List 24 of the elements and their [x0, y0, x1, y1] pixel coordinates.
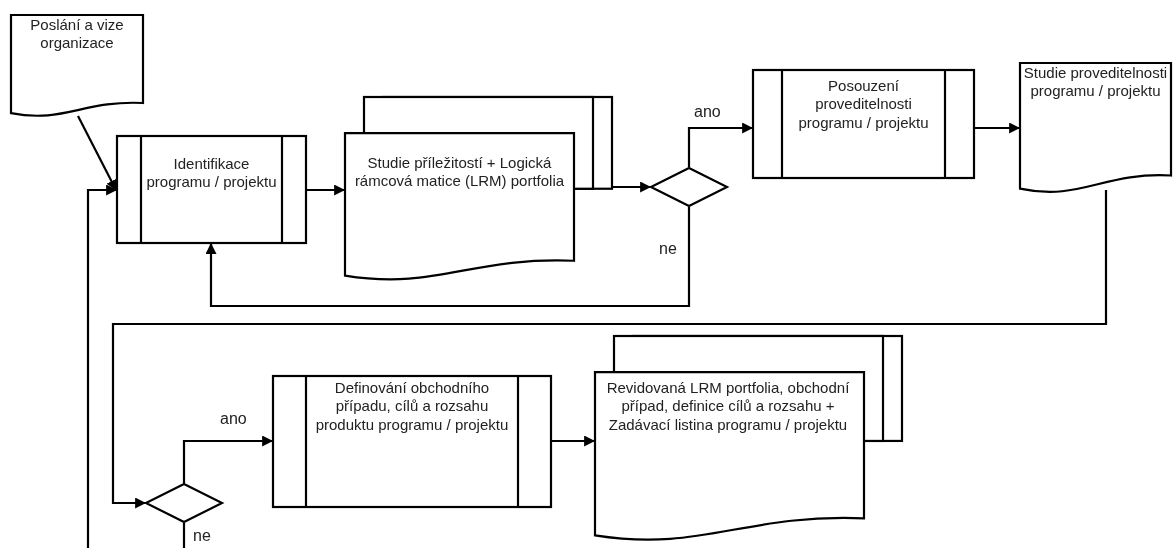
- arrow: [77, 115, 117, 191]
- node-text: Poslání a vize organizace: [29, 16, 125, 53]
- decision-diamond: [650, 167, 728, 207]
- arrow: [687, 122, 754, 167]
- node-text: Studie příležitostí + Logická rámcová matice (LRM) portfolia: [353, 154, 566, 191]
- process-box: [116, 135, 307, 244]
- decision-diamond: [145, 483, 223, 523]
- arrow: [307, 184, 346, 196]
- process-box: [272, 375, 552, 508]
- node-text: Studie proveditelnosti programu / projektu: [1022, 64, 1169, 101]
- document-shape: [10, 14, 144, 120]
- process-box: [752, 69, 975, 179]
- node-text: Posouzení proveditelnosti programu / projektu: [797, 77, 930, 132]
- arrow: [182, 435, 274, 483]
- connector-line: [182, 523, 186, 548]
- arrow: [86, 184, 118, 548]
- arrow: [612, 181, 652, 193]
- node-text: Definování obchodního případu, cílů a rozsahu produktu programu / projektu: [314, 379, 510, 434]
- arrow: [111, 190, 1108, 509]
- arrow: [205, 207, 691, 308]
- node-text: Revidovaná LRM portfolia, obchodní případ, definice cílů a rozsahu + Zadávací listina programu / projektu: [605, 379, 851, 434]
- arrow: [975, 122, 1021, 134]
- node-text: Identifikace programu / projektu: [145, 155, 278, 192]
- arrow: [552, 435, 596, 447]
